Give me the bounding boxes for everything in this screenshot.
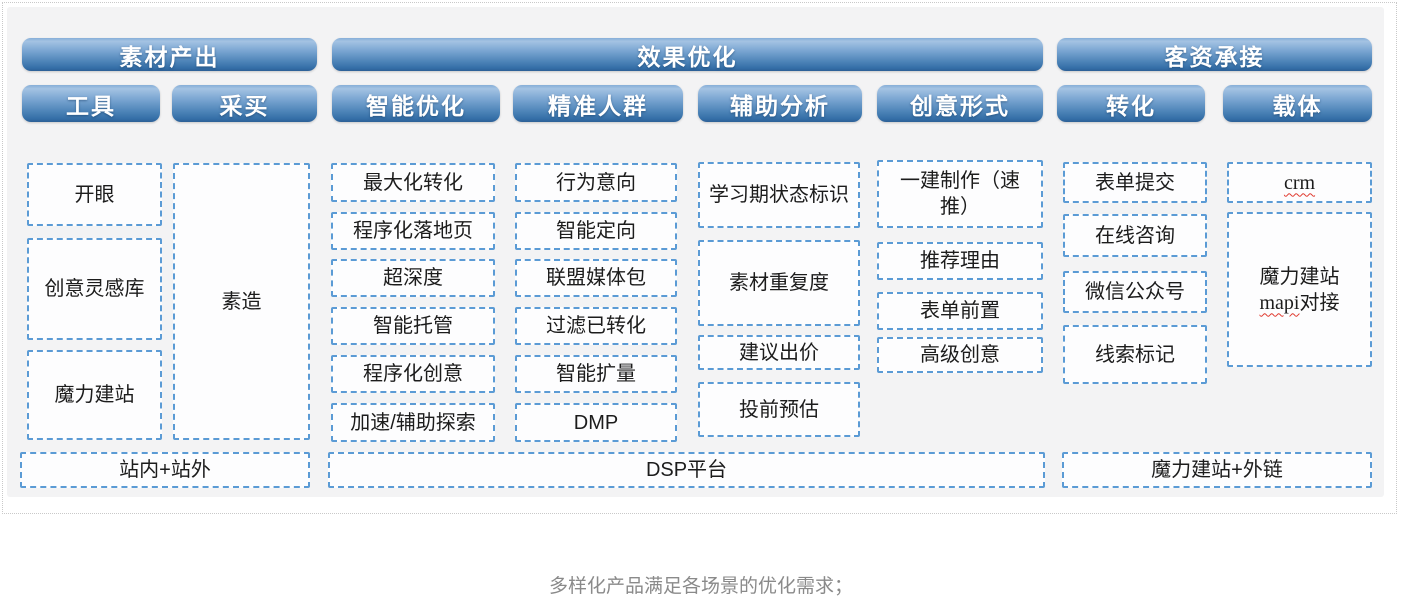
conversion-item-wechat-official: 微信公众号 [1063,271,1207,313]
analysis-item-pre-launch-estimate: 投前预估 [698,382,860,437]
column-header-auxiliary-analysis: 辅助分析 [698,85,862,122]
smart-opt-item-programmatic-landing: 程序化落地页 [331,212,495,250]
smart-opt-item-smart-hosting: 智能托管 [331,307,495,345]
creative-item-one-click-production: 一建制作（速推） [877,160,1043,228]
smart-opt-item-accelerated-exploration: 加速/辅助探索 [331,403,495,442]
conversion-item-online-consult: 在线咨询 [1063,214,1207,257]
group-header-customer-handover: 客资承接 [1057,38,1372,71]
footer-onsite-offsite: 站内+站外 [20,452,310,488]
mapi-line: mapi对接 [1260,290,1340,316]
tools-item-creative-inspiration-library: 创意灵感库 [27,238,162,340]
audience-item-behavior-intent: 行为意向 [515,163,677,202]
column-header-purchase: 采买 [172,85,317,122]
conversion-item-form-submit: 表单提交 [1063,162,1207,203]
audience-item-smart-targeting: 智能定向 [515,212,677,250]
group-header-effect-optimization: 效果优化 [332,38,1043,71]
smart-opt-item-max-conversion: 最大化转化 [331,163,495,202]
purchase-item-suzao: 素造 [173,163,310,440]
smart-opt-item-super-depth: 超深度 [331,259,495,297]
column-header-tools: 工具 [22,85,160,122]
tools-item-kaiyan: 开眼 [27,163,162,226]
creative-item-form-front: 表单前置 [877,292,1043,330]
column-header-smart-optimization: 智能优化 [332,85,500,122]
column-header-conversion: 转化 [1057,85,1205,122]
audience-item-dmp: DMP [515,403,677,442]
audience-item-smart-expansion: 智能扩量 [515,355,677,393]
magic-site-line: 魔力建站 [1259,265,1340,288]
audience-item-union-media-pack: 联盟媒体包 [515,259,677,297]
analysis-item-suggested-bid: 建议出价 [698,335,860,370]
column-header-creative-format: 创意形式 [877,85,1043,122]
smart-opt-item-programmatic-creative: 程序化创意 [331,355,495,393]
audience-item-filter-converted: 过滤已转化 [515,307,677,345]
footer-dsp-platform: DSP平台 [328,452,1045,488]
footer-magic-site-external-link: 魔力建站+外链 [1062,452,1372,488]
analysis-item-material-repetition: 素材重复度 [698,240,860,326]
carrier-item-magic-site-mapi: 魔力建站 mapi对接 [1227,212,1372,367]
carrier-item-crm: crm [1227,162,1372,203]
column-header-carrier: 载体 [1223,85,1372,122]
crm-label: crm [1283,171,1316,194]
slide-caption: 多样化产品满足各场景的优化需求； [548,576,853,597]
creative-item-recommendation-reason: 推荐理由 [877,242,1043,280]
analysis-item-learning-status: 学习期状态标识 [698,162,860,228]
creative-item-advanced-creative: 高级创意 [877,337,1043,373]
group-header-material-output: 素材产出 [22,38,317,71]
mapi-suffix: 对接 [1299,291,1340,314]
mapi-label: mapi [1259,291,1300,314]
column-header-precise-audience: 精准人群 [513,85,683,122]
conversion-item-lead-tagging: 线索标记 [1063,325,1207,384]
dotted-outline [2,2,1397,514]
tools-item-magic-site-builder: 魔力建站 [27,350,162,440]
